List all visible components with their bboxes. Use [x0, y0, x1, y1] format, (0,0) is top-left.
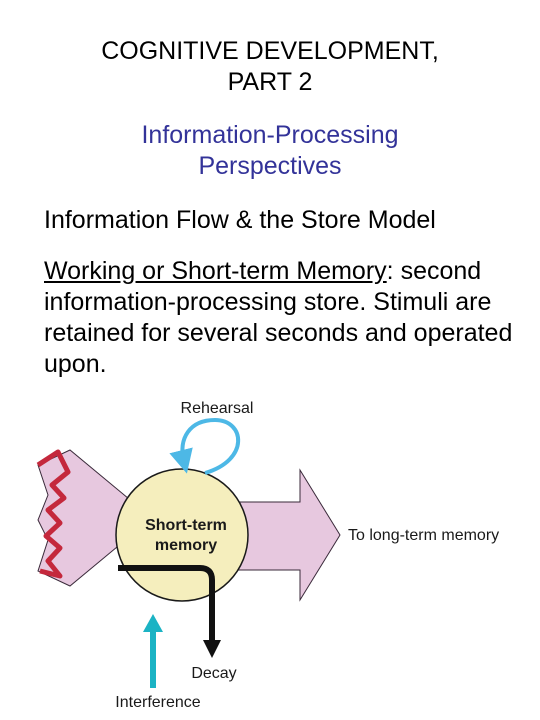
incoming-arrow	[37, 449, 153, 587]
definition-text: : second information-processing store. S…	[44, 257, 513, 378]
title-line-1: COGNITIVE DEVELOPMENT,	[101, 37, 439, 65]
subtitle-line-2: Perspectives	[198, 152, 342, 180]
interference-arrowhead	[143, 614, 163, 632]
slide-subtitle: Information-Processing Perspectives	[0, 120, 540, 182]
store-model-diagram: Rehearsal Short-term memory To long-term…	[36, 400, 499, 711]
subtitle-line-1: Information-Processing	[141, 121, 399, 149]
jagged-edge	[36, 449, 71, 579]
rehearsal-arrow	[169, 417, 241, 475]
interference-label: Interference	[115, 694, 200, 711]
decay-label: Decay	[191, 665, 236, 682]
section-heading: Information Flow & the Store Model	[44, 206, 436, 234]
title-line-2: PART 2	[227, 68, 313, 96]
rehearsal-label: Rehearsal	[181, 400, 254, 417]
definition-paragraph: Working or Short-term Memory: second inf…	[44, 256, 524, 380]
slide-title: COGNITIVE DEVELOPMENT, PART 2	[0, 36, 540, 98]
long-term-label: To long-term memory	[348, 527, 499, 544]
definition-term: Working or Short-term Memory	[44, 257, 387, 285]
store-label-line-2: memory	[155, 537, 217, 554]
decay-arrow	[118, 565, 215, 646]
decay-arrowhead	[203, 640, 221, 658]
short-term-memory-store	[115, 468, 249, 602]
store-label-line-1: Short-term	[145, 517, 227, 534]
